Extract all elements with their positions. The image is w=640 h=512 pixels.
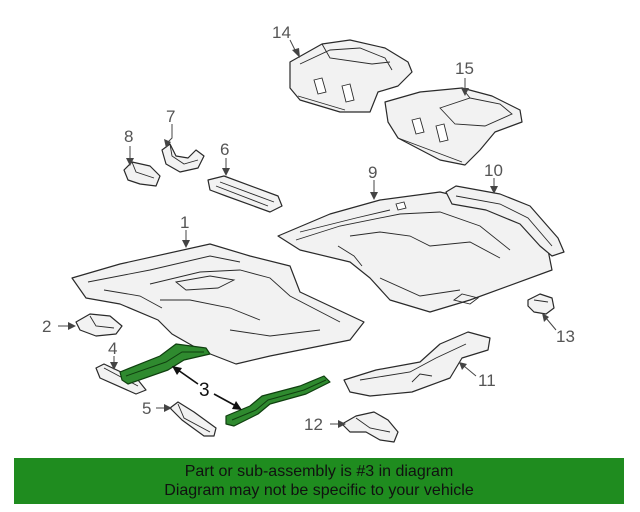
callout-15: 15 — [455, 59, 474, 78]
part-7-curved-bracket[interactable] — [161, 143, 205, 173]
part-9-rear-floor-pan[interactable] — [277, 191, 553, 313]
parts-diagram: 14 15 8 7 6 9 10 1 2 4 5 11 12 13 3 — [42, 23, 575, 443]
callout-7: 7 — [166, 107, 175, 126]
callout-1: 1 — [180, 213, 189, 232]
callout-6: 6 — [220, 140, 229, 159]
banner-line-1: Part or sub-assembly is #3 in diagram — [184, 463, 454, 480]
info-banner: Part or sub-assembly is #3 in diagram Di… — [14, 458, 624, 504]
part-8-bracket[interactable] — [123, 161, 161, 187]
callout-8: 8 — [124, 127, 133, 146]
part-15-rear-floor-section[interactable] — [384, 87, 523, 166]
callout-2: 2 — [42, 317, 51, 336]
callout-12: 12 — [304, 415, 323, 434]
callout-14: 14 — [272, 23, 291, 42]
part-3-reinforcement-right — [225, 375, 331, 427]
part-3-reinforcement-left — [119, 343, 211, 385]
part-11-crossmember[interactable] — [343, 331, 491, 397]
callout-9: 9 — [368, 163, 377, 182]
callout-labels: 14 15 8 7 6 9 10 1 2 4 5 11 12 13 3 — [42, 23, 575, 434]
part-14-rear-floor-section[interactable] — [289, 39, 413, 113]
leader-lines — [58, 39, 557, 428]
part-2-bracket[interactable] — [75, 313, 123, 337]
part-5-bracket[interactable] — [169, 401, 217, 437]
callout-4: 4 — [108, 339, 117, 358]
banner-line-2: Diagram may not be specific to your vehi… — [164, 482, 474, 499]
callout-13: 13 — [556, 327, 575, 346]
callout-3: 3 — [199, 380, 210, 401]
part-12-bracket[interactable] — [341, 411, 399, 443]
callout-11: 11 — [478, 371, 496, 390]
part-6-crossmember[interactable] — [207, 175, 283, 213]
callout-5: 5 — [142, 399, 151, 418]
part-13-clip[interactable] — [527, 293, 555, 315]
part-10-side-rail[interactable] — [445, 185, 565, 257]
part-1-front-floor-pan[interactable] — [71, 243, 365, 365]
callout-10: 10 — [484, 161, 503, 180]
part-3-reinforcement-highlighted[interactable] — [119, 343, 331, 427]
